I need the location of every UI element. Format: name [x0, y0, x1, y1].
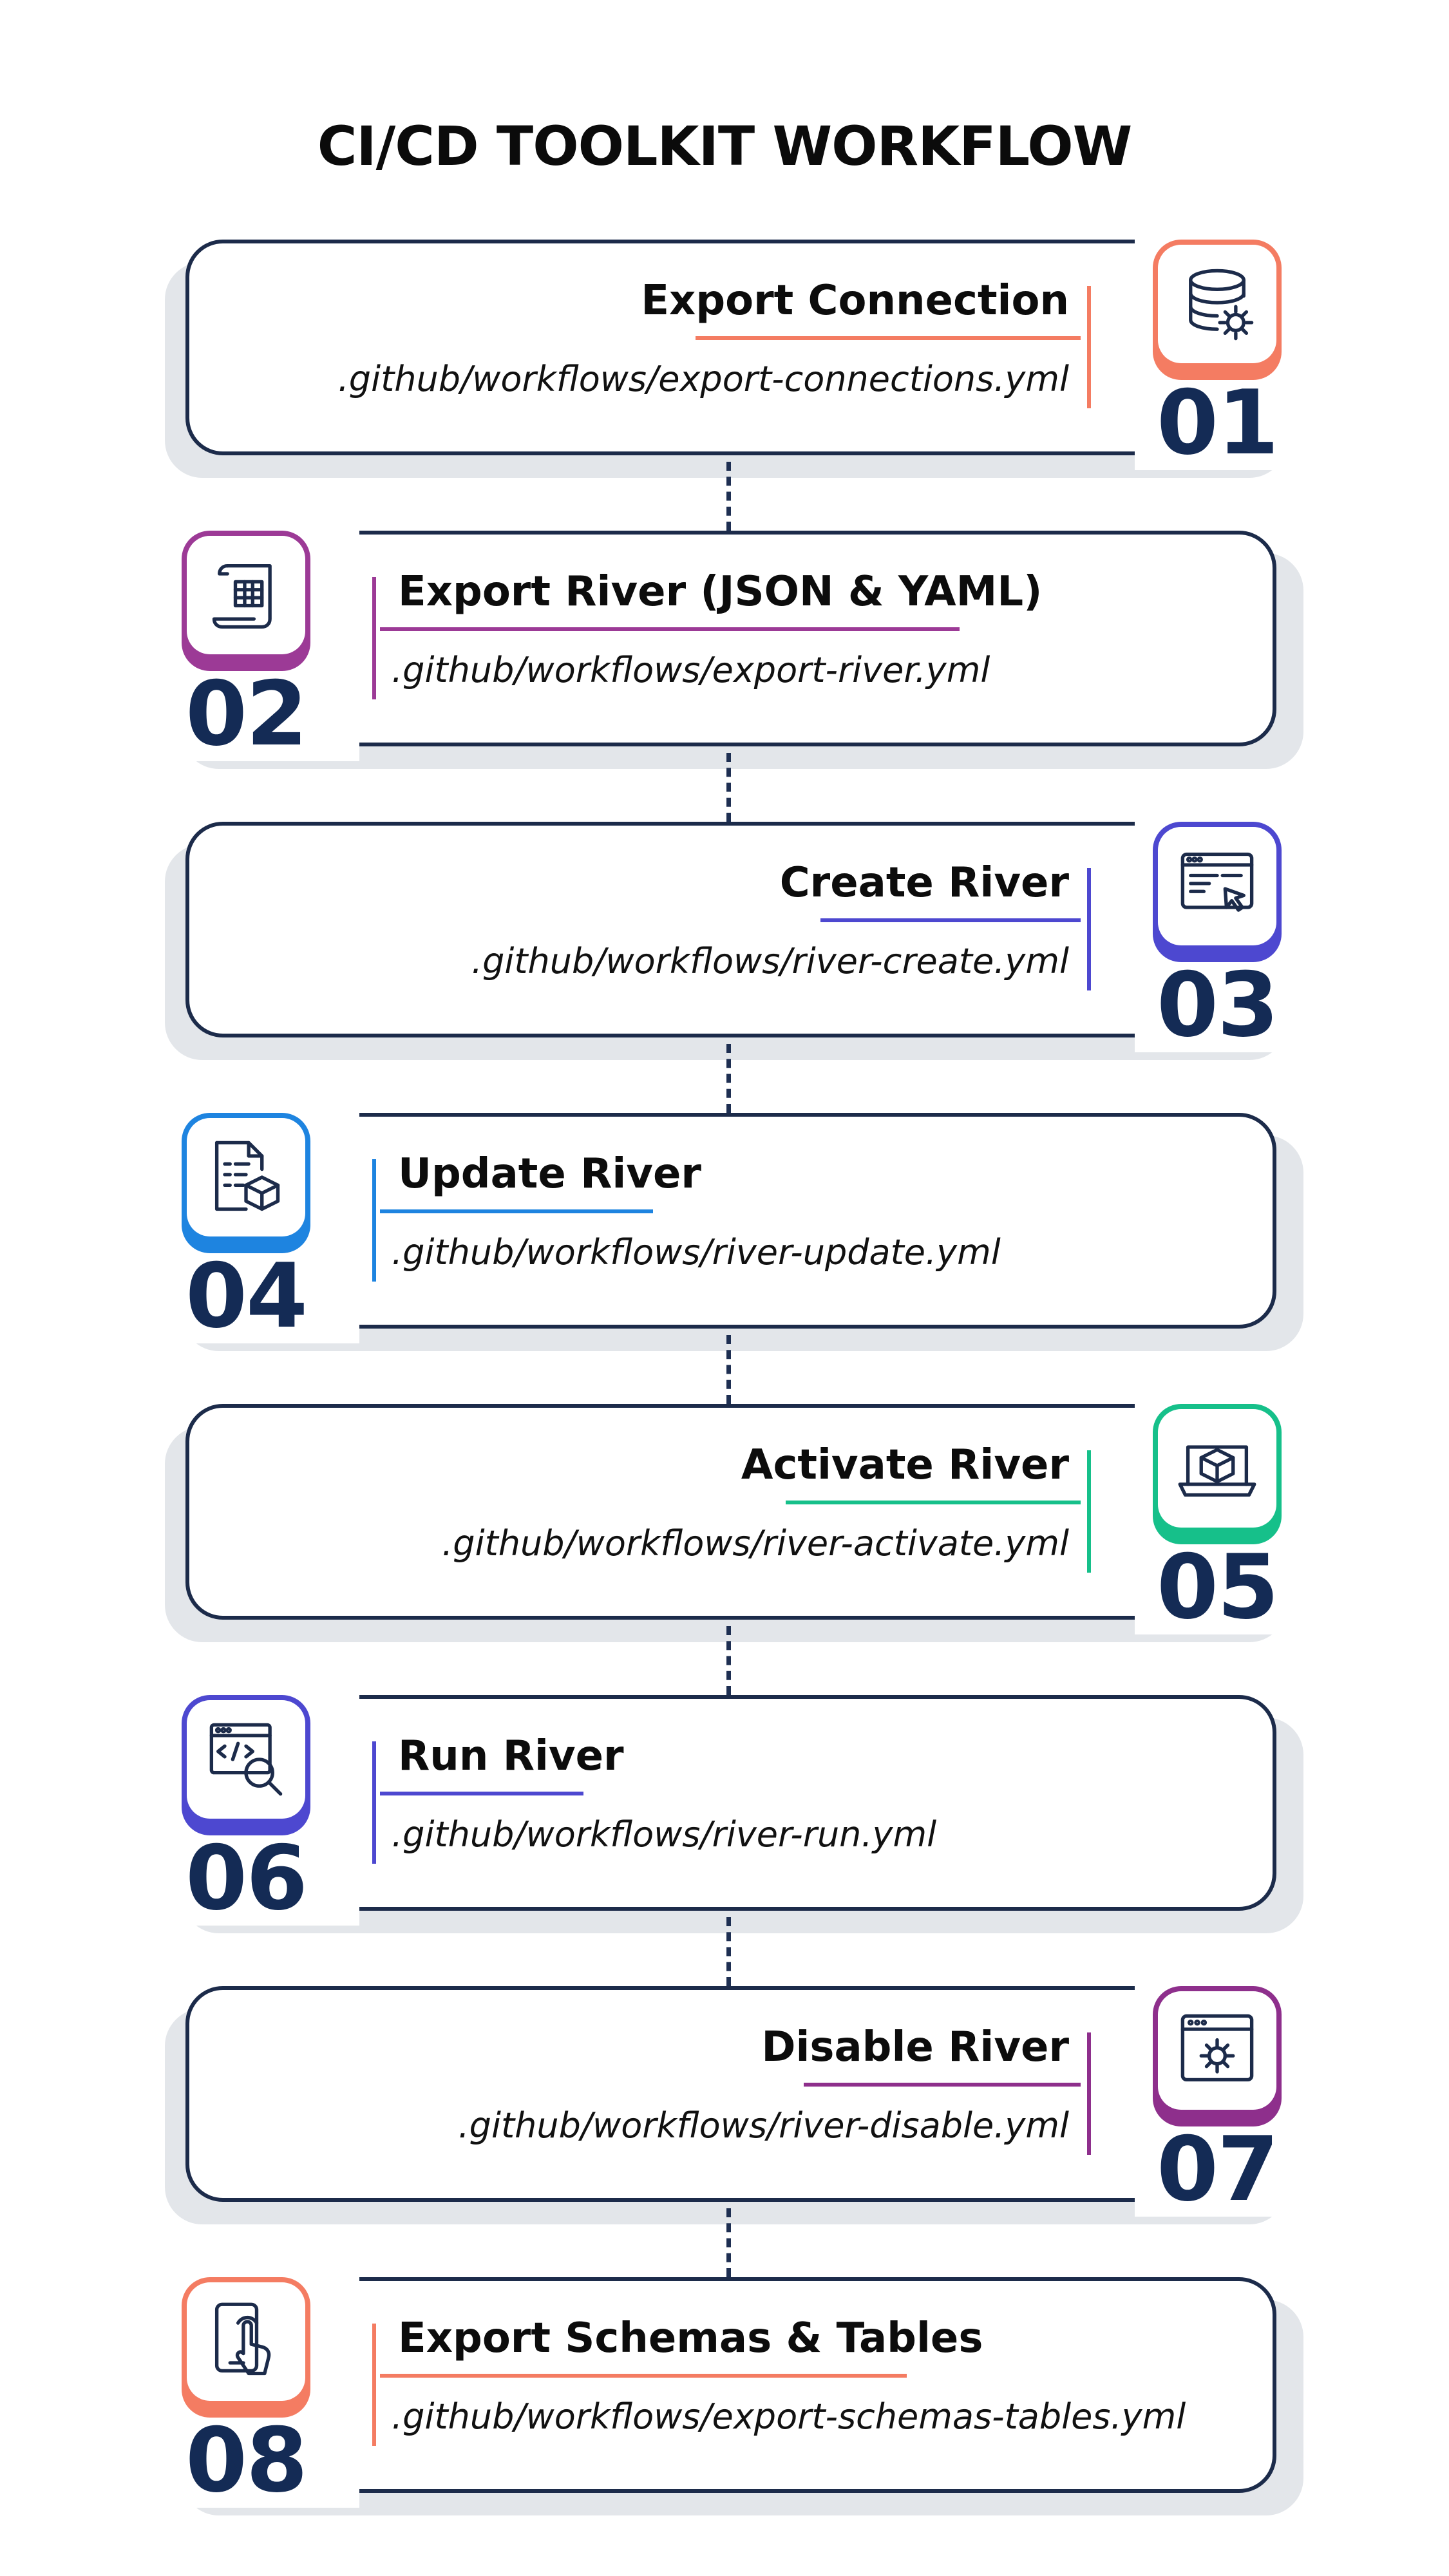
icon-tile-inner	[187, 1700, 305, 1819]
step-number: 06	[185, 1826, 308, 1930]
workflow-file-path: .github/workflows/export-connections.yml	[337, 359, 1069, 399]
step-card	[185, 1986, 1280, 2202]
accent-bar	[1087, 2032, 1091, 2155]
phone-touch-icon	[214, 2302, 271, 2376]
code-window-search-icon	[209, 1723, 283, 1796]
step-number: 08	[185, 2409, 308, 2512]
step-connector	[726, 2208, 731, 2277]
step-card	[182, 1695, 1276, 1911]
accent-bar	[1087, 868, 1091, 990]
accent-bar	[1087, 286, 1091, 408]
step-heading: Run River	[398, 1732, 624, 1780]
workflow-step: 01 Export Connection .github/workflows/exp…	[0, 231, 1449, 478]
step-connector	[726, 1917, 731, 1986]
workflow-step: 06 Run River .github/workflows/river-run.y…	[0, 1686, 1449, 1933]
step-number: 07	[1156, 2117, 1279, 2221]
infographic-title: CI/CD TOOLKIT WORKFLOW	[317, 115, 1133, 178]
workflow-file-path: .github/workflows/river-create.yml	[471, 941, 1069, 981]
scroll-table-icon	[212, 564, 272, 629]
step-heading: Export River (JSON & YAML)	[398, 568, 1043, 616]
step-card	[182, 1113, 1276, 1329]
browser-cursor-icon	[1180, 852, 1254, 912]
step-heading: Update River	[398, 1150, 701, 1198]
accent-bar	[372, 2324, 376, 2446]
step-number: 01	[1156, 371, 1279, 475]
workflow-step: 04 Update River .github/workflows/river-up…	[0, 1104, 1449, 1351]
accent-bar	[1087, 1450, 1091, 1573]
icon-tile-inner	[187, 536, 305, 654]
icon-tile-inner	[1158, 1409, 1276, 1528]
window-gear-icon	[1180, 2014, 1254, 2082]
icon-tile-inner	[1158, 1991, 1276, 2110]
icon-tile-inner	[1158, 245, 1276, 363]
workflow-file-path: .github/workflows/export-schemas-tables.…	[392, 2396, 1186, 2437]
step-connector	[726, 1626, 731, 1695]
heading-underline	[380, 1209, 653, 1213]
step-number: 03	[1156, 953, 1279, 1057]
accent-bar	[372, 1741, 376, 1864]
workflow-step: 03 Create River .github/workflows/river-cr…	[0, 813, 1449, 1060]
icon-tile	[1153, 1404, 1282, 1544]
step-heading: Export Connection	[641, 277, 1069, 325]
step-card	[185, 1404, 1280, 1620]
step-number: 04	[185, 1244, 308, 1348]
accent-bar	[372, 577, 376, 699]
database-gear-icon	[1189, 269, 1254, 341]
heading-underline	[820, 918, 1081, 922]
step-heading: Disable River	[761, 2023, 1069, 2071]
workflow-step: 05 Activate River .github/workflows/river-…	[0, 1395, 1449, 1642]
heading-underline	[804, 2083, 1081, 2087]
step-card	[185, 240, 1280, 455]
workflow-step: 08 Export Schemas & Tables .github/workflo…	[0, 2268, 1449, 2515]
step-heading: Export Schemas & Tables	[398, 2315, 983, 2362]
workflow-step: 02 Export River (JSON & YAML) .github/work…	[0, 522, 1449, 769]
step-heading: Activate River	[741, 1441, 1069, 1489]
icon-tile	[182, 1695, 310, 1835]
workflow-file-path: .github/workflows/river-update.yml	[392, 1232, 1001, 1273]
step-card	[185, 822, 1280, 1037]
heading-underline	[380, 2374, 907, 2378]
icon-tile	[182, 531, 310, 671]
step-number: 02	[185, 662, 308, 766]
icon-tile-inner	[1158, 827, 1276, 945]
step-card	[182, 531, 1276, 746]
icon-tile-inner	[187, 1118, 305, 1236]
workflow-file-path: .github/workflows/river-disable.yml	[458, 2105, 1069, 2146]
step-number: 05	[1156, 1535, 1279, 1639]
step-card	[182, 2277, 1276, 2493]
icon-tile	[1153, 1986, 1282, 2126]
step-connector	[726, 1335, 731, 1404]
step-heading: Create River	[779, 859, 1069, 907]
icon-tile	[182, 2277, 310, 2418]
workflow-file-path: .github/workflows/export-river.yml	[392, 650, 990, 690]
document-cube-icon	[214, 1141, 280, 1211]
icon-tile	[1153, 240, 1282, 380]
step-connector	[726, 1044, 731, 1113]
heading-underline	[786, 1501, 1081, 1504]
step-connector	[726, 462, 731, 531]
laptop-cube-icon	[1178, 1445, 1256, 1497]
workflow-step: 07 Disable River .github/workflows/river-d…	[0, 1977, 1449, 2224]
workflow-file-path: .github/workflows/river-run.yml	[392, 1814, 937, 1855]
workflow-file-path: .github/workflows/river-activate.yml	[442, 1523, 1069, 1564]
accent-bar	[372, 1159, 376, 1282]
icon-tile	[182, 1113, 310, 1253]
step-connector	[726, 753, 731, 822]
heading-underline	[696, 336, 1081, 340]
icon-tile	[1153, 822, 1282, 962]
heading-underline	[380, 1792, 583, 1795]
heading-underline	[380, 627, 960, 631]
icon-tile-inner	[187, 2282, 305, 2401]
